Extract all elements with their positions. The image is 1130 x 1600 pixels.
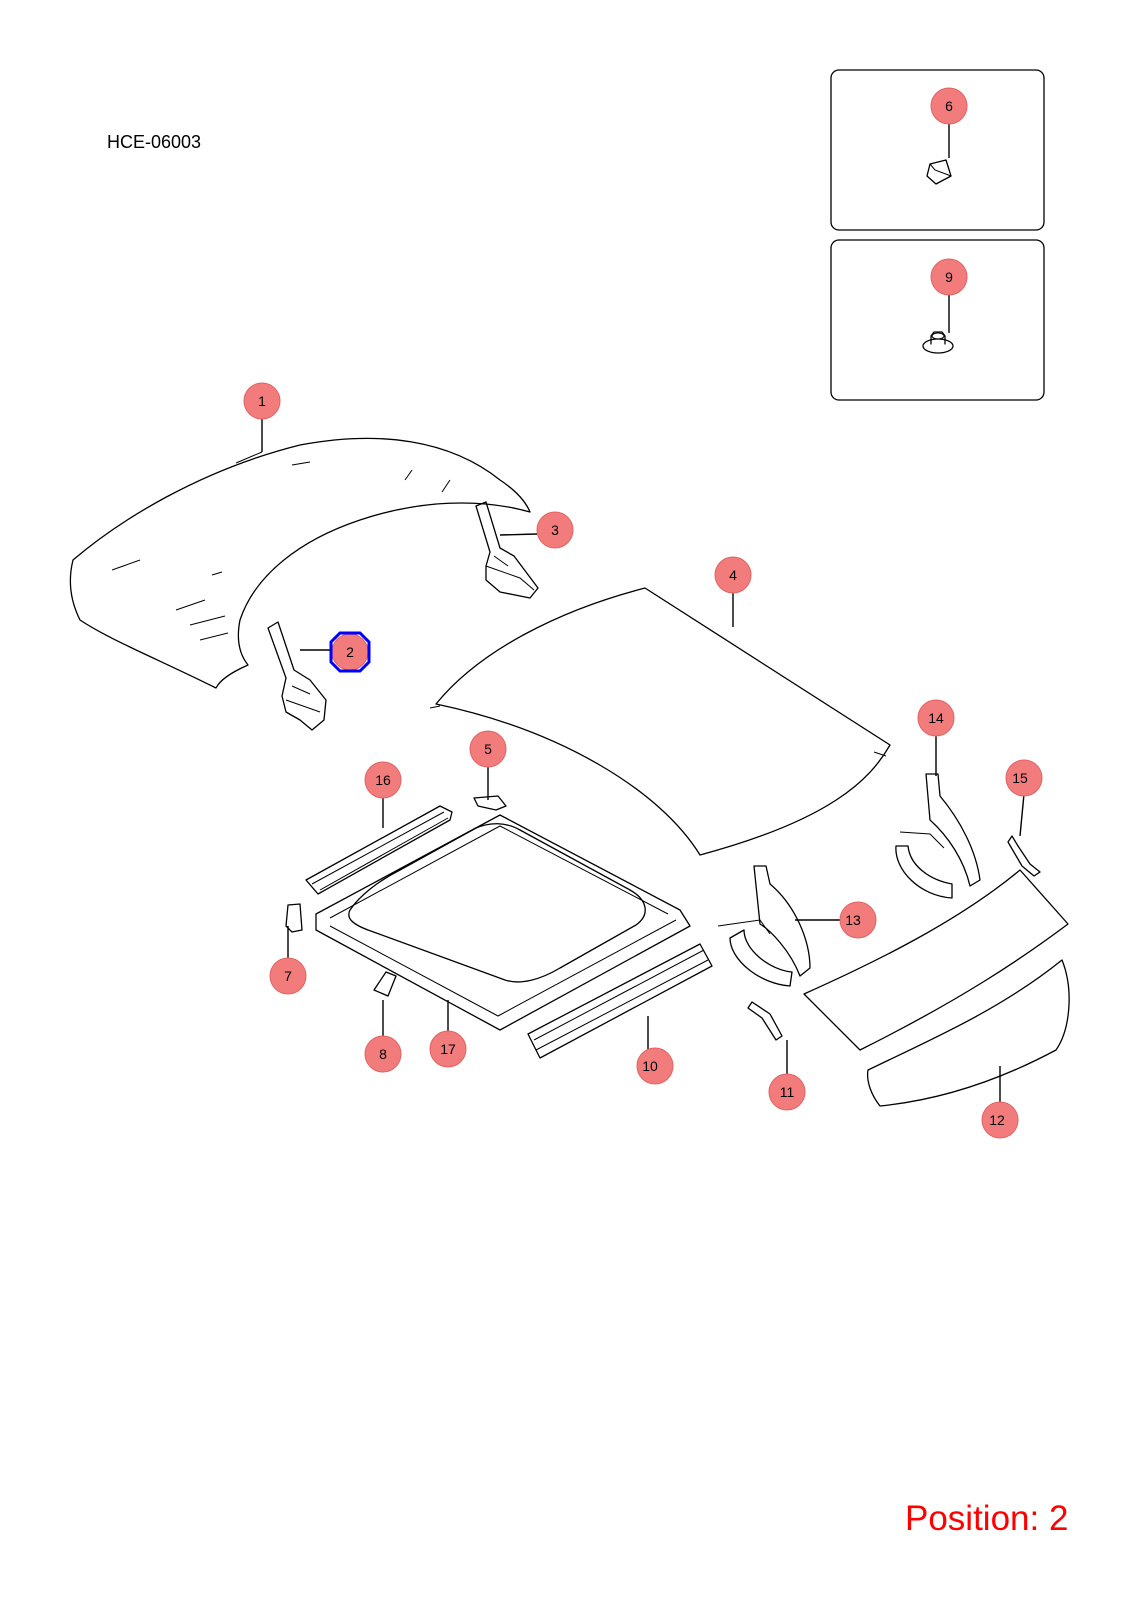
callout-13-label: 13 [845,912,861,928]
part-10-rear-crossmember [527,943,713,1059]
inset-box-part-6 [830,69,1045,231]
part-12-trunk-lid [803,869,1070,1107]
callout-1[interactable]: 1 [243,382,281,420]
callout-14-label: 14 [928,710,944,726]
callout-11[interactable]: 11 [768,1073,806,1111]
callout-11-label: 11 [780,1084,795,1100]
part-14-rear-bracket [895,773,981,899]
callout-7[interactable]: 7 [269,957,307,995]
callout-2[interactable]: 2 [331,633,369,671]
callout-17-label: 17 [440,1041,456,1057]
part-4-roof-panel [429,587,891,856]
callout-16[interactable]: 16 [364,761,402,799]
part-7-small-bracket [285,903,303,933]
callout-16-label: 16 [375,772,391,788]
callout-10[interactable]: 10 [636,1047,674,1085]
callout-17[interactable]: 17 [429,1030,467,1068]
callout-12[interactable]: 12 [981,1101,1019,1139]
part-16-side-rail [305,805,453,895]
callout-8-label: 8 [379,1046,387,1062]
part-6-clip [926,159,952,185]
part-2-hinge-bracket-left [267,621,327,731]
callout-4[interactable]: 4 [714,556,752,594]
leader-lines [261,122,1025,1104]
part-8-strip [373,971,397,997]
callout-6-label: 6 [945,98,953,114]
callout-15-label: 15 [1012,770,1028,786]
part-17-roof-frame [315,814,691,1031]
part-5-small-bracket [473,795,507,811]
part-11-strip [747,1001,783,1041]
part-13-rear-bracket [717,865,811,987]
callout-8[interactable]: 8 [364,1035,402,1073]
callout-1-label: 1 [258,393,266,409]
callout-3-label: 3 [551,522,559,538]
callout-5[interactable]: 5 [469,730,507,768]
callout-5-label: 5 [484,741,492,757]
callout-3[interactable]: 3 [536,511,574,549]
callout-12-label: 12 [989,1112,1005,1128]
selected-position-label: Position: 2 [905,1499,1069,1538]
callout-4-label: 4 [729,567,737,583]
part-9-nut [922,331,954,354]
callout-6[interactable]: 6 [930,87,968,125]
callout-9[interactable]: 9 [930,258,968,296]
callout-14[interactable]: 14 [917,699,955,737]
callout-10-label: 10 [642,1058,658,1074]
part-3-hinge-bracket-right [475,501,539,599]
callout-13[interactable]: 13 [839,901,877,939]
callout-7-label: 7 [284,968,292,984]
diagram-code: HCE-06003 [107,132,202,152]
part-15-strip [1007,835,1041,877]
part-1-hardtop [69,437,531,689]
callout-9-label: 9 [945,269,953,285]
selected-callout-highlight [329,631,371,673]
callout-15[interactable]: 15 [1005,759,1043,797]
inset-box-part-9 [830,239,1045,401]
callout-2-label: 2 [346,644,354,660]
